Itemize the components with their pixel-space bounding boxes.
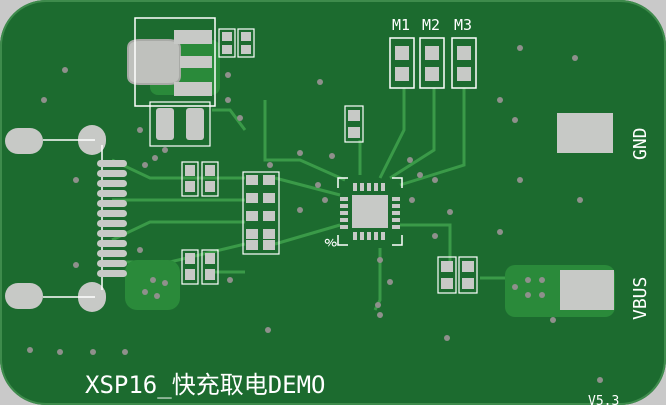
label-m1: M1	[392, 16, 410, 34]
label-gnd: GND	[630, 127, 651, 160]
usb-c-connector	[5, 125, 127, 312]
vbus-pad	[560, 270, 614, 310]
jumper-m1	[389, 37, 415, 89]
vias	[27, 45, 603, 383]
passive-pair-top	[218, 28, 255, 58]
inductor-body	[127, 39, 181, 85]
usb-mount-tab-top	[5, 128, 43, 154]
bulk-capacitor	[149, 101, 211, 147]
ic-thermal-pad	[352, 195, 388, 228]
gnd-pad	[557, 113, 613, 153]
jumper-m3	[451, 37, 477, 89]
inductor-pad-bottom	[174, 82, 212, 96]
board-version: V5.3	[588, 394, 619, 405]
passive-components	[181, 28, 478, 294]
ic-qfn-xsp16	[337, 177, 403, 246]
ic-pins	[340, 183, 400, 240]
passive-single-center	[344, 105, 364, 143]
usb-signal-pins	[97, 160, 127, 277]
passive-pair-left-upper	[181, 161, 219, 197]
label-vbus: VBUS	[630, 277, 651, 320]
board-title: XSP16_快充取电DEMO	[85, 371, 326, 399]
label-m3: M3	[454, 16, 472, 34]
inductor-footprint	[127, 17, 216, 107]
resistor-array	[242, 171, 280, 255]
usb-mount-tab-bottom	[5, 283, 43, 309]
inductor-silk	[134, 17, 216, 107]
inductor-pad-mid	[180, 56, 212, 68]
jumper-m2	[419, 37, 445, 89]
ic-silk-corners	[337, 177, 403, 246]
mode-jumpers	[389, 37, 477, 89]
label-m2: M2	[422, 16, 440, 34]
usb-shell-copper	[125, 260, 180, 310]
passive-pair-right	[437, 256, 478, 294]
passive-pair-left-lower	[181, 249, 219, 285]
inductor-pad-top	[174, 30, 212, 44]
